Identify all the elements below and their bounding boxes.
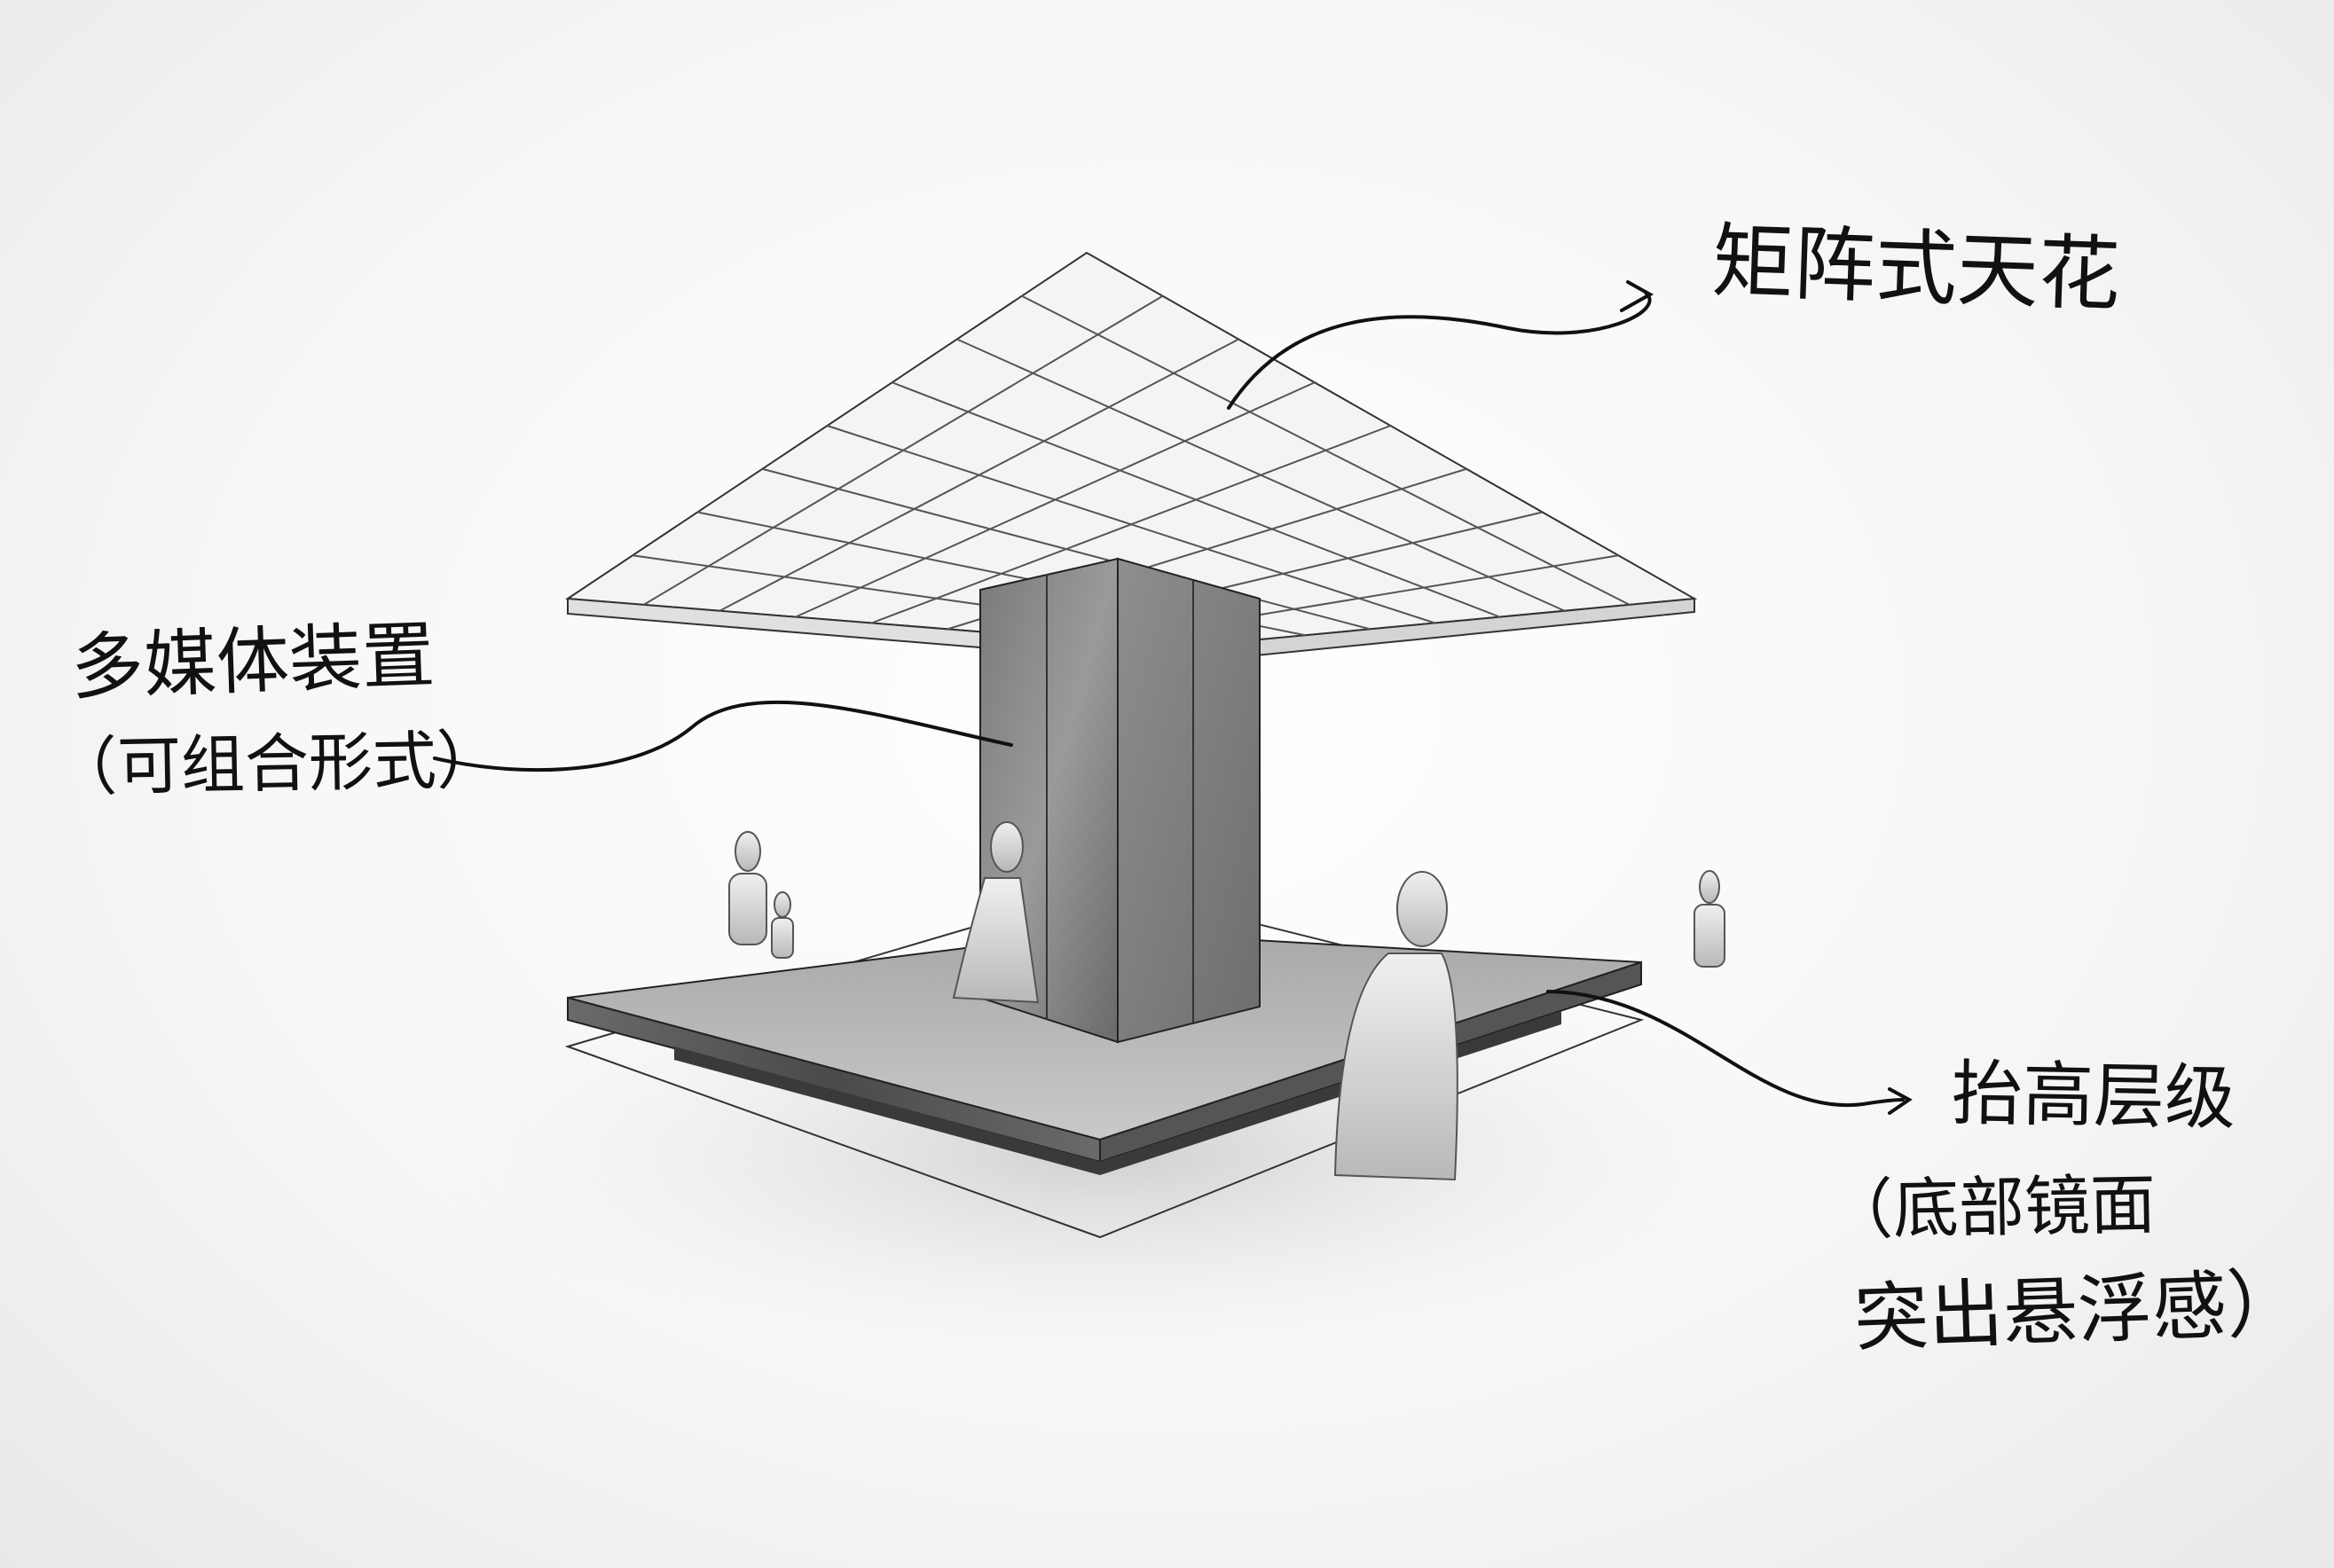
ceiling-annotation: 矩阵式天花 bbox=[1710, 214, 2122, 323]
ceiling-grid-line bbox=[892, 381, 1500, 618]
visitor-figures bbox=[728, 821, 1725, 1181]
media-annotation-line2: （可组合形式） bbox=[52, 722, 501, 805]
media-annotation-line1: 多媒体装置 bbox=[69, 613, 436, 711]
floor-outline bbox=[564, 885, 1645, 1239]
ceiling-grid-line bbox=[871, 425, 1391, 624]
leader-lines bbox=[433, 280, 1913, 1115]
platform-annotation-line2: （底部镜面 bbox=[1827, 1166, 2157, 1250]
ceiling-grid-line bbox=[956, 338, 1566, 612]
platform-annotation-line1: 抬高层级 bbox=[1951, 1052, 2236, 1140]
platform-annotation-line3: 突出悬浮感） bbox=[1852, 1259, 2303, 1362]
ceiling-grid-line bbox=[1021, 294, 1631, 606]
media-column bbox=[979, 557, 1261, 1044]
